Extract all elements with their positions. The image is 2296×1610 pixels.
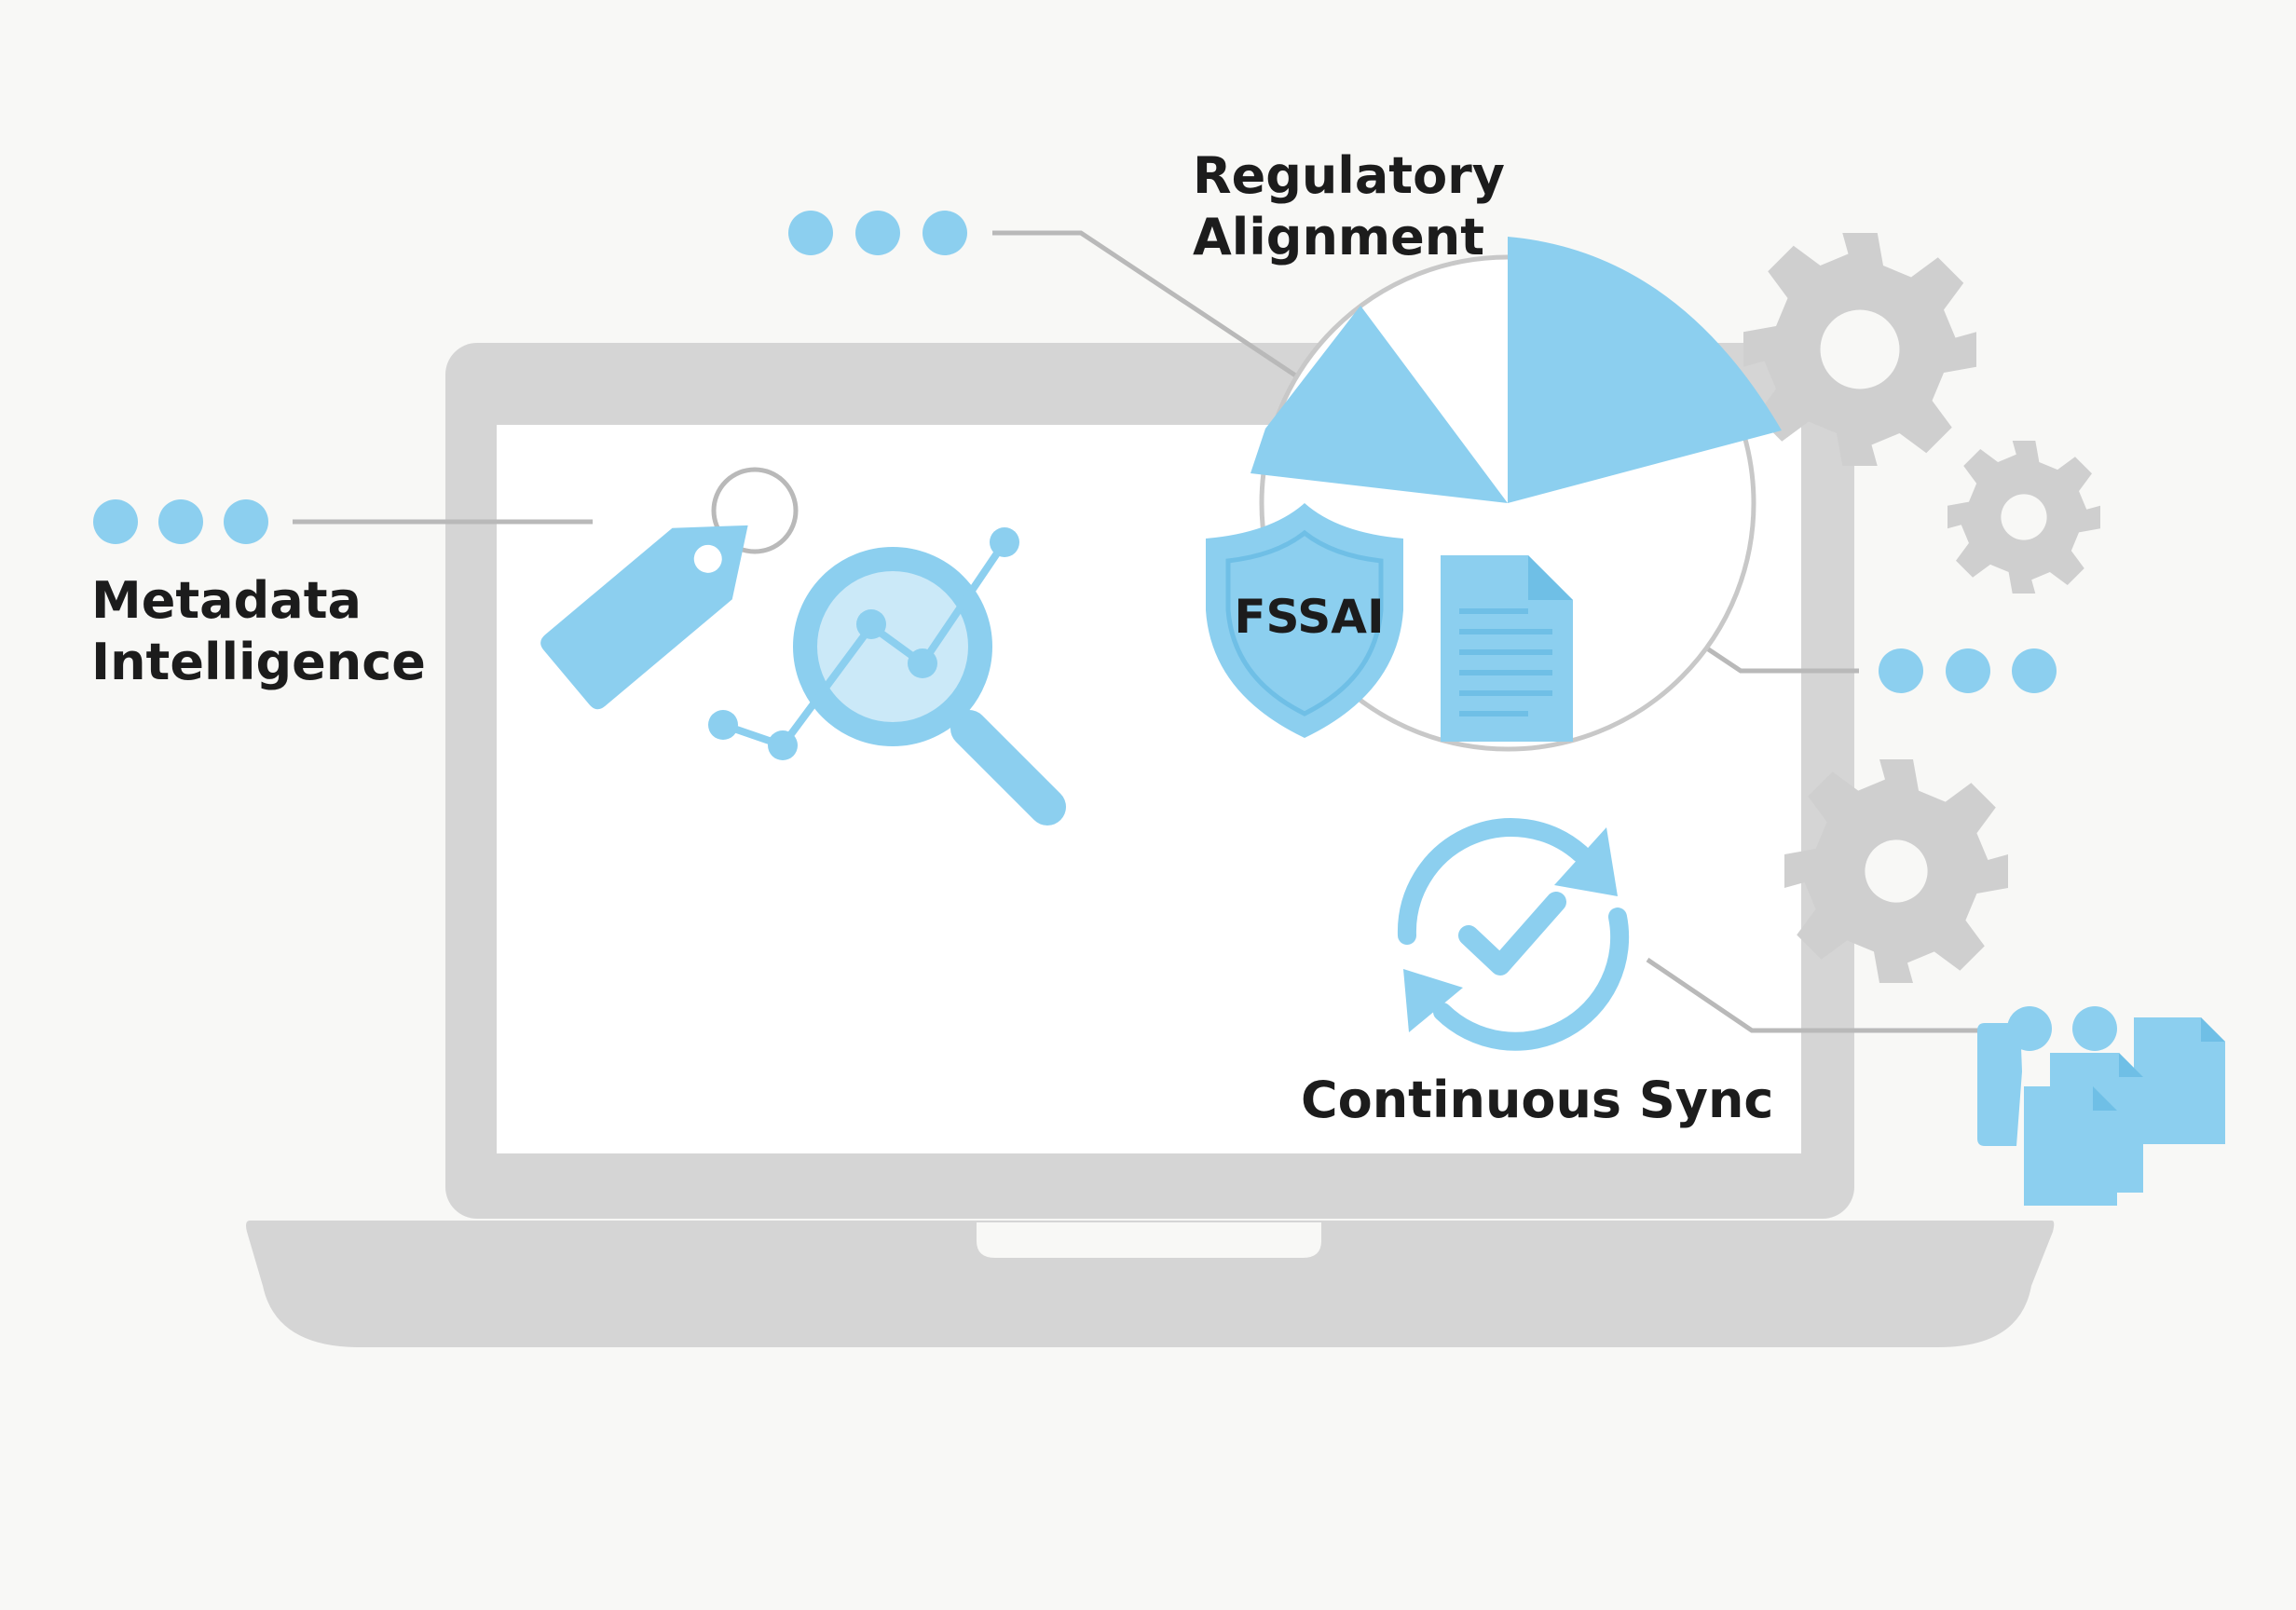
gear-icon (1784, 759, 2008, 983)
laptop-trackpad-notch (977, 1222, 1321, 1258)
laptop-base (246, 1221, 2055, 1347)
dots-icon (2007, 1006, 2117, 1051)
regulatory-label-line2: Alignment (1193, 208, 1485, 266)
metadata-intelligence-label: Metadata Intelligence (91, 570, 426, 693)
stacked-files-icon (1977, 1017, 2225, 1206)
sync-check-icon (1397, 818, 1630, 1051)
gear-icon (1948, 441, 2100, 594)
connector-regulatory (992, 230, 1332, 402)
regulatory-alignment-label: Regulatory Alignment (1193, 145, 1505, 268)
dots-icon (1879, 648, 2057, 693)
metadata-label-line1: Metadata (91, 571, 362, 630)
regulatory-label-line1: Regulatory (1193, 146, 1505, 205)
shield-icon (1206, 503, 1403, 738)
price-tag-icon (540, 467, 799, 710)
shield-label: FSSAI (1234, 590, 1385, 644)
laptop-icon (246, 343, 2055, 1347)
gear-icon (1743, 233, 1976, 466)
magnifier-chart-icon (708, 527, 1066, 825)
continuous-sync-label: Continuous Sync (1301, 1071, 1774, 1129)
connector-sync (1646, 957, 1989, 1033)
dots-icon (93, 499, 268, 544)
dots-icon (788, 211, 967, 255)
document-icon (1441, 555, 1573, 742)
metadata-label-line2: Intelligence (91, 633, 426, 691)
